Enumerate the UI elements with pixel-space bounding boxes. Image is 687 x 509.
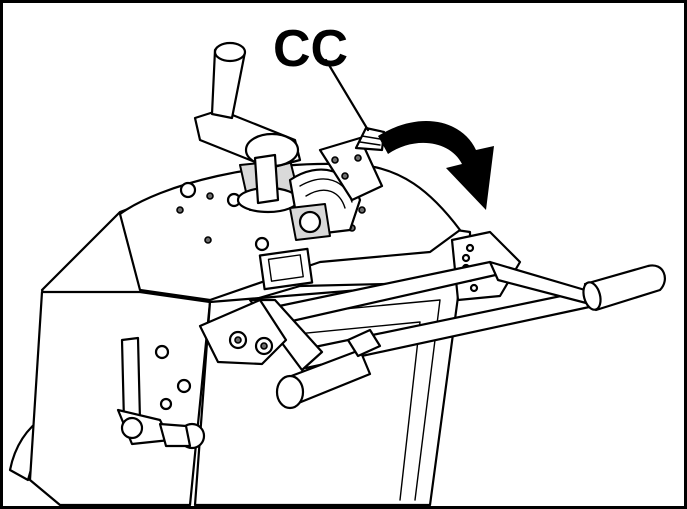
cc-lever	[354, 126, 386, 152]
callout-label-cc: CC	[273, 20, 348, 78]
direction-arrow	[378, 121, 494, 210]
crank-assembly	[193, 41, 302, 214]
left-linkage	[116, 336, 206, 450]
chute-control	[288, 136, 384, 241]
callout-leader-line	[324, 58, 370, 132]
left-pivot-bracket	[198, 298, 288, 366]
upper-handlebar	[248, 260, 666, 410]
